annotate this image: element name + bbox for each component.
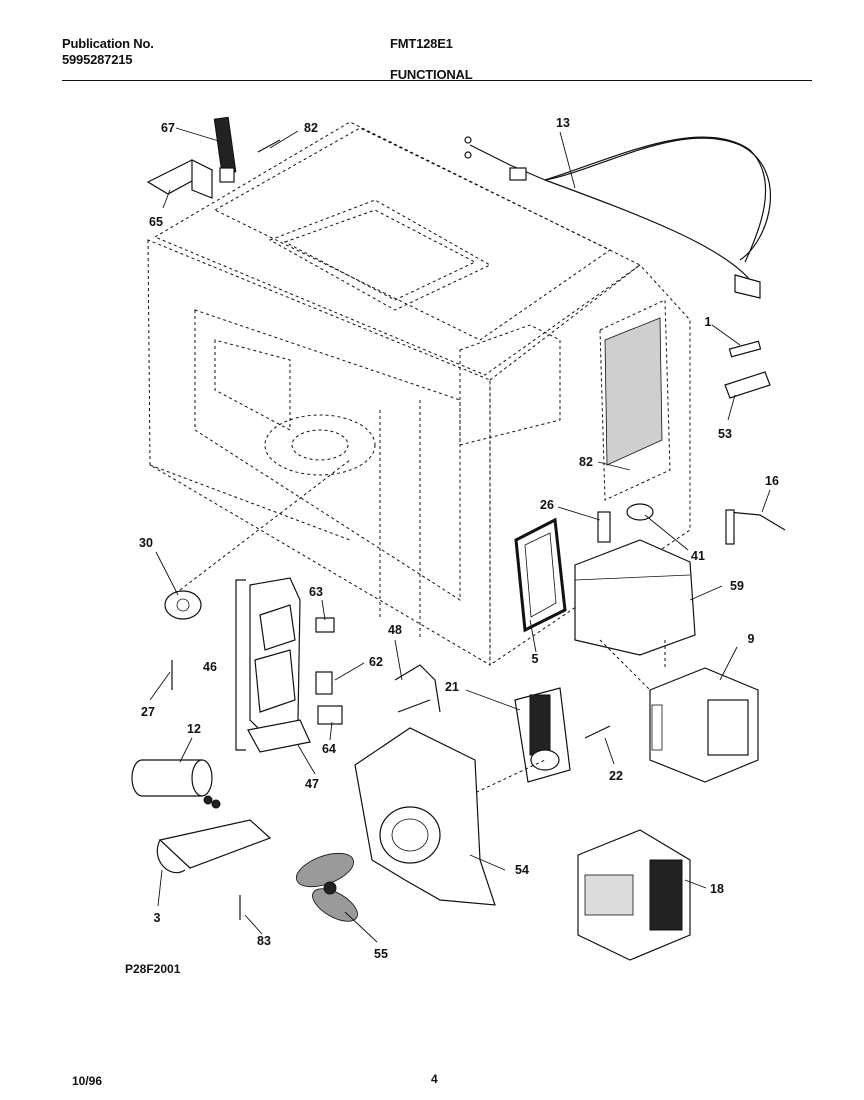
part-48-harness	[394, 664, 441, 713]
callout-27: 27	[141, 705, 155, 719]
callout-26: 26	[540, 498, 554, 512]
callout-9: 9	[747, 632, 755, 646]
part-55-fan-blade	[296, 852, 358, 922]
callout-12: 12	[187, 722, 201, 736]
part-59-waveguide	[574, 539, 696, 656]
callout-30: 30	[139, 536, 153, 550]
part-46-switch-assembly	[235, 577, 343, 753]
part-13-power-cord	[464, 136, 771, 299]
callout-62: 62	[369, 655, 383, 669]
section-title: FUNCTIONAL	[390, 67, 473, 82]
part-9-magnetron	[599, 639, 759, 783]
diagram-code: P28F2001	[125, 962, 181, 976]
callout-83: 83	[257, 934, 271, 948]
callout-54: 54	[515, 863, 529, 877]
callout-55: 55	[374, 947, 388, 961]
footer-date: 10/96	[72, 1074, 103, 1088]
part-5-waveguide-cover	[514, 517, 567, 633]
callout-47: 47	[305, 777, 319, 791]
cabinet	[147, 121, 691, 666]
model-number: FMT128E1	[390, 36, 453, 51]
callout-64: 64	[322, 742, 336, 756]
part-12-capacitor	[131, 759, 221, 809]
part-30-motor	[164, 459, 351, 690]
callout-82-top: 82	[304, 121, 318, 135]
part-21-fan-motor	[459, 687, 611, 801]
leader-lines	[149, 127, 771, 943]
callout-65: 65	[149, 215, 163, 229]
part-16-wire	[725, 509, 786, 545]
callout-48: 48	[388, 623, 402, 637]
callout-18: 18	[710, 882, 724, 896]
callout-13: 13	[556, 116, 570, 130]
callout-63: 63	[309, 585, 323, 599]
part-18-transformer	[577, 829, 691, 961]
callout-59: 59	[730, 579, 744, 593]
publication-number: 5995287215	[62, 52, 133, 67]
publication-label: Publication No.	[62, 36, 154, 51]
callout-16: 16	[765, 474, 779, 488]
part-26-41	[597, 503, 654, 543]
callout-1: 1	[704, 315, 712, 329]
footer-page-number: 4	[431, 1072, 438, 1086]
vent-grille	[604, 317, 663, 466]
callout-21: 21	[445, 680, 459, 694]
header-rule	[62, 80, 812, 81]
callout-46: 46	[203, 660, 217, 674]
callout-3: 3	[153, 911, 161, 925]
part-3-bracket	[156, 819, 272, 920]
part-54-fan-bracket	[354, 727, 496, 906]
part-1-53-fuse	[724, 340, 771, 399]
part-65-67-bracket	[146, 116, 281, 199]
callout-22: 22	[609, 769, 623, 783]
callout-67: 67	[161, 121, 175, 135]
callout-41: 41	[691, 549, 705, 563]
callout-53: 53	[718, 427, 732, 441]
callout-82-right: 82	[579, 455, 593, 469]
callout-5: 5	[531, 652, 539, 666]
